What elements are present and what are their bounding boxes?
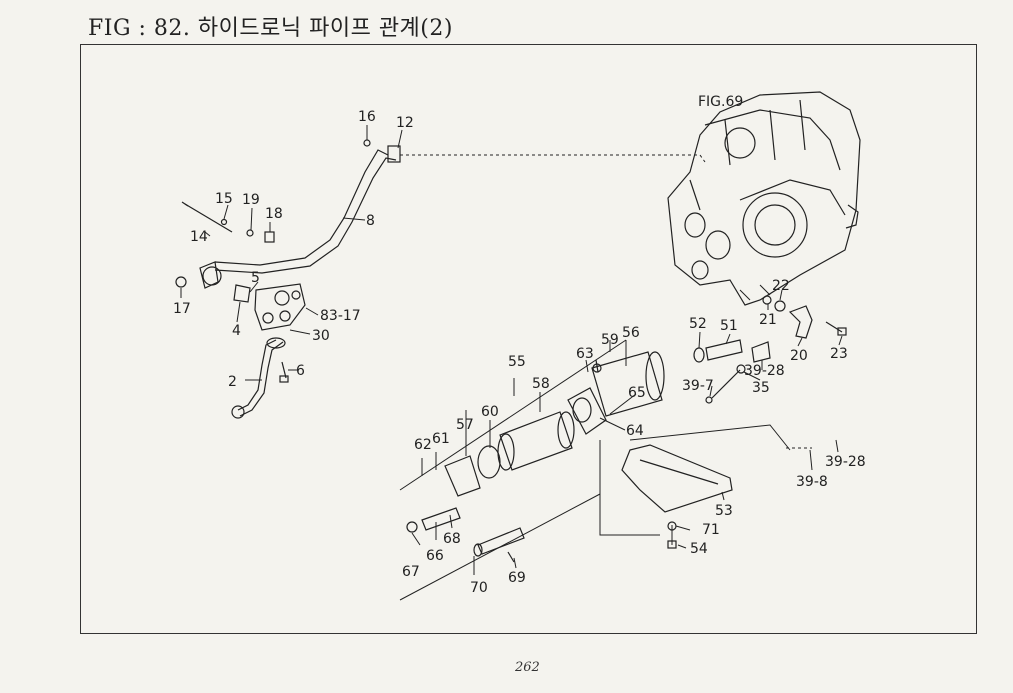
callout-17: 17 <box>173 301 191 317</box>
pipe-assembly-8 <box>175 139 401 289</box>
fig-reference-label: FIG.69 <box>698 94 743 110</box>
callout-54: 54 <box>690 541 708 557</box>
callout-22: 22 <box>772 278 790 294</box>
transmission-housing <box>667 91 861 306</box>
callout-16: 16 <box>358 109 376 125</box>
callout-53: 53 <box>715 503 733 519</box>
leader-lines <box>180 125 843 601</box>
callout-70: 70 <box>470 580 488 596</box>
callout-71: 71 <box>702 522 720 538</box>
callout-23: 23 <box>830 346 848 362</box>
callout-39-8: 39-8 <box>796 474 828 490</box>
callout-57: 57 <box>456 417 474 433</box>
callout-12: 12 <box>396 115 414 131</box>
callout-64: 64 <box>626 423 644 439</box>
callout-35: 35 <box>752 380 770 396</box>
valve-block <box>233 283 306 331</box>
callout-15: 15 <box>215 191 233 207</box>
callout-65: 65 <box>628 385 646 401</box>
figure-title: FIG : 82. 하이드로닉 파이프 관계(2) <box>88 16 453 41</box>
callout-39-7: 39-7 <box>682 378 714 394</box>
callout-30: 30 <box>312 328 330 344</box>
callout-67: 67 <box>402 564 420 580</box>
callout-6: 6 <box>296 363 305 379</box>
callout-5: 5 <box>251 270 260 286</box>
page-number: 262 <box>515 660 540 675</box>
callout-61: 61 <box>432 431 450 447</box>
callout-59: 59 <box>601 332 619 348</box>
elbow-hose-group <box>693 295 847 404</box>
callout-14: 14 <box>190 229 208 245</box>
callout-60: 60 <box>481 404 499 420</box>
callout-18: 18 <box>265 206 283 222</box>
callout-55: 55 <box>508 354 526 370</box>
callout-51: 51 <box>720 318 738 334</box>
callout-83-17: 83-17 <box>320 308 361 324</box>
callout-2: 2 <box>228 374 237 390</box>
callout-52: 52 <box>689 316 707 332</box>
callout-39-28-a: 39-28 <box>744 363 785 379</box>
filter-assembly <box>444 351 665 497</box>
callout-69: 69 <box>508 570 526 586</box>
callout-19: 19 <box>242 192 260 208</box>
callout-56: 56 <box>622 325 640 341</box>
callout-62: 62 <box>414 437 432 453</box>
callout-20: 20 <box>790 348 808 364</box>
pipes-66-70 <box>406 507 525 563</box>
callout-58: 58 <box>532 376 550 392</box>
callout-39-28-b: 39-28 <box>825 454 866 470</box>
callout-4: 4 <box>232 323 241 339</box>
callout-21: 21 <box>759 312 777 328</box>
callout-63: 63 <box>576 346 594 362</box>
callout-68: 68 <box>443 531 461 547</box>
callout-66: 66 <box>426 548 444 564</box>
pipe-2 <box>231 337 289 419</box>
diagram-frame <box>80 44 977 634</box>
callout-8: 8 <box>366 213 375 229</box>
